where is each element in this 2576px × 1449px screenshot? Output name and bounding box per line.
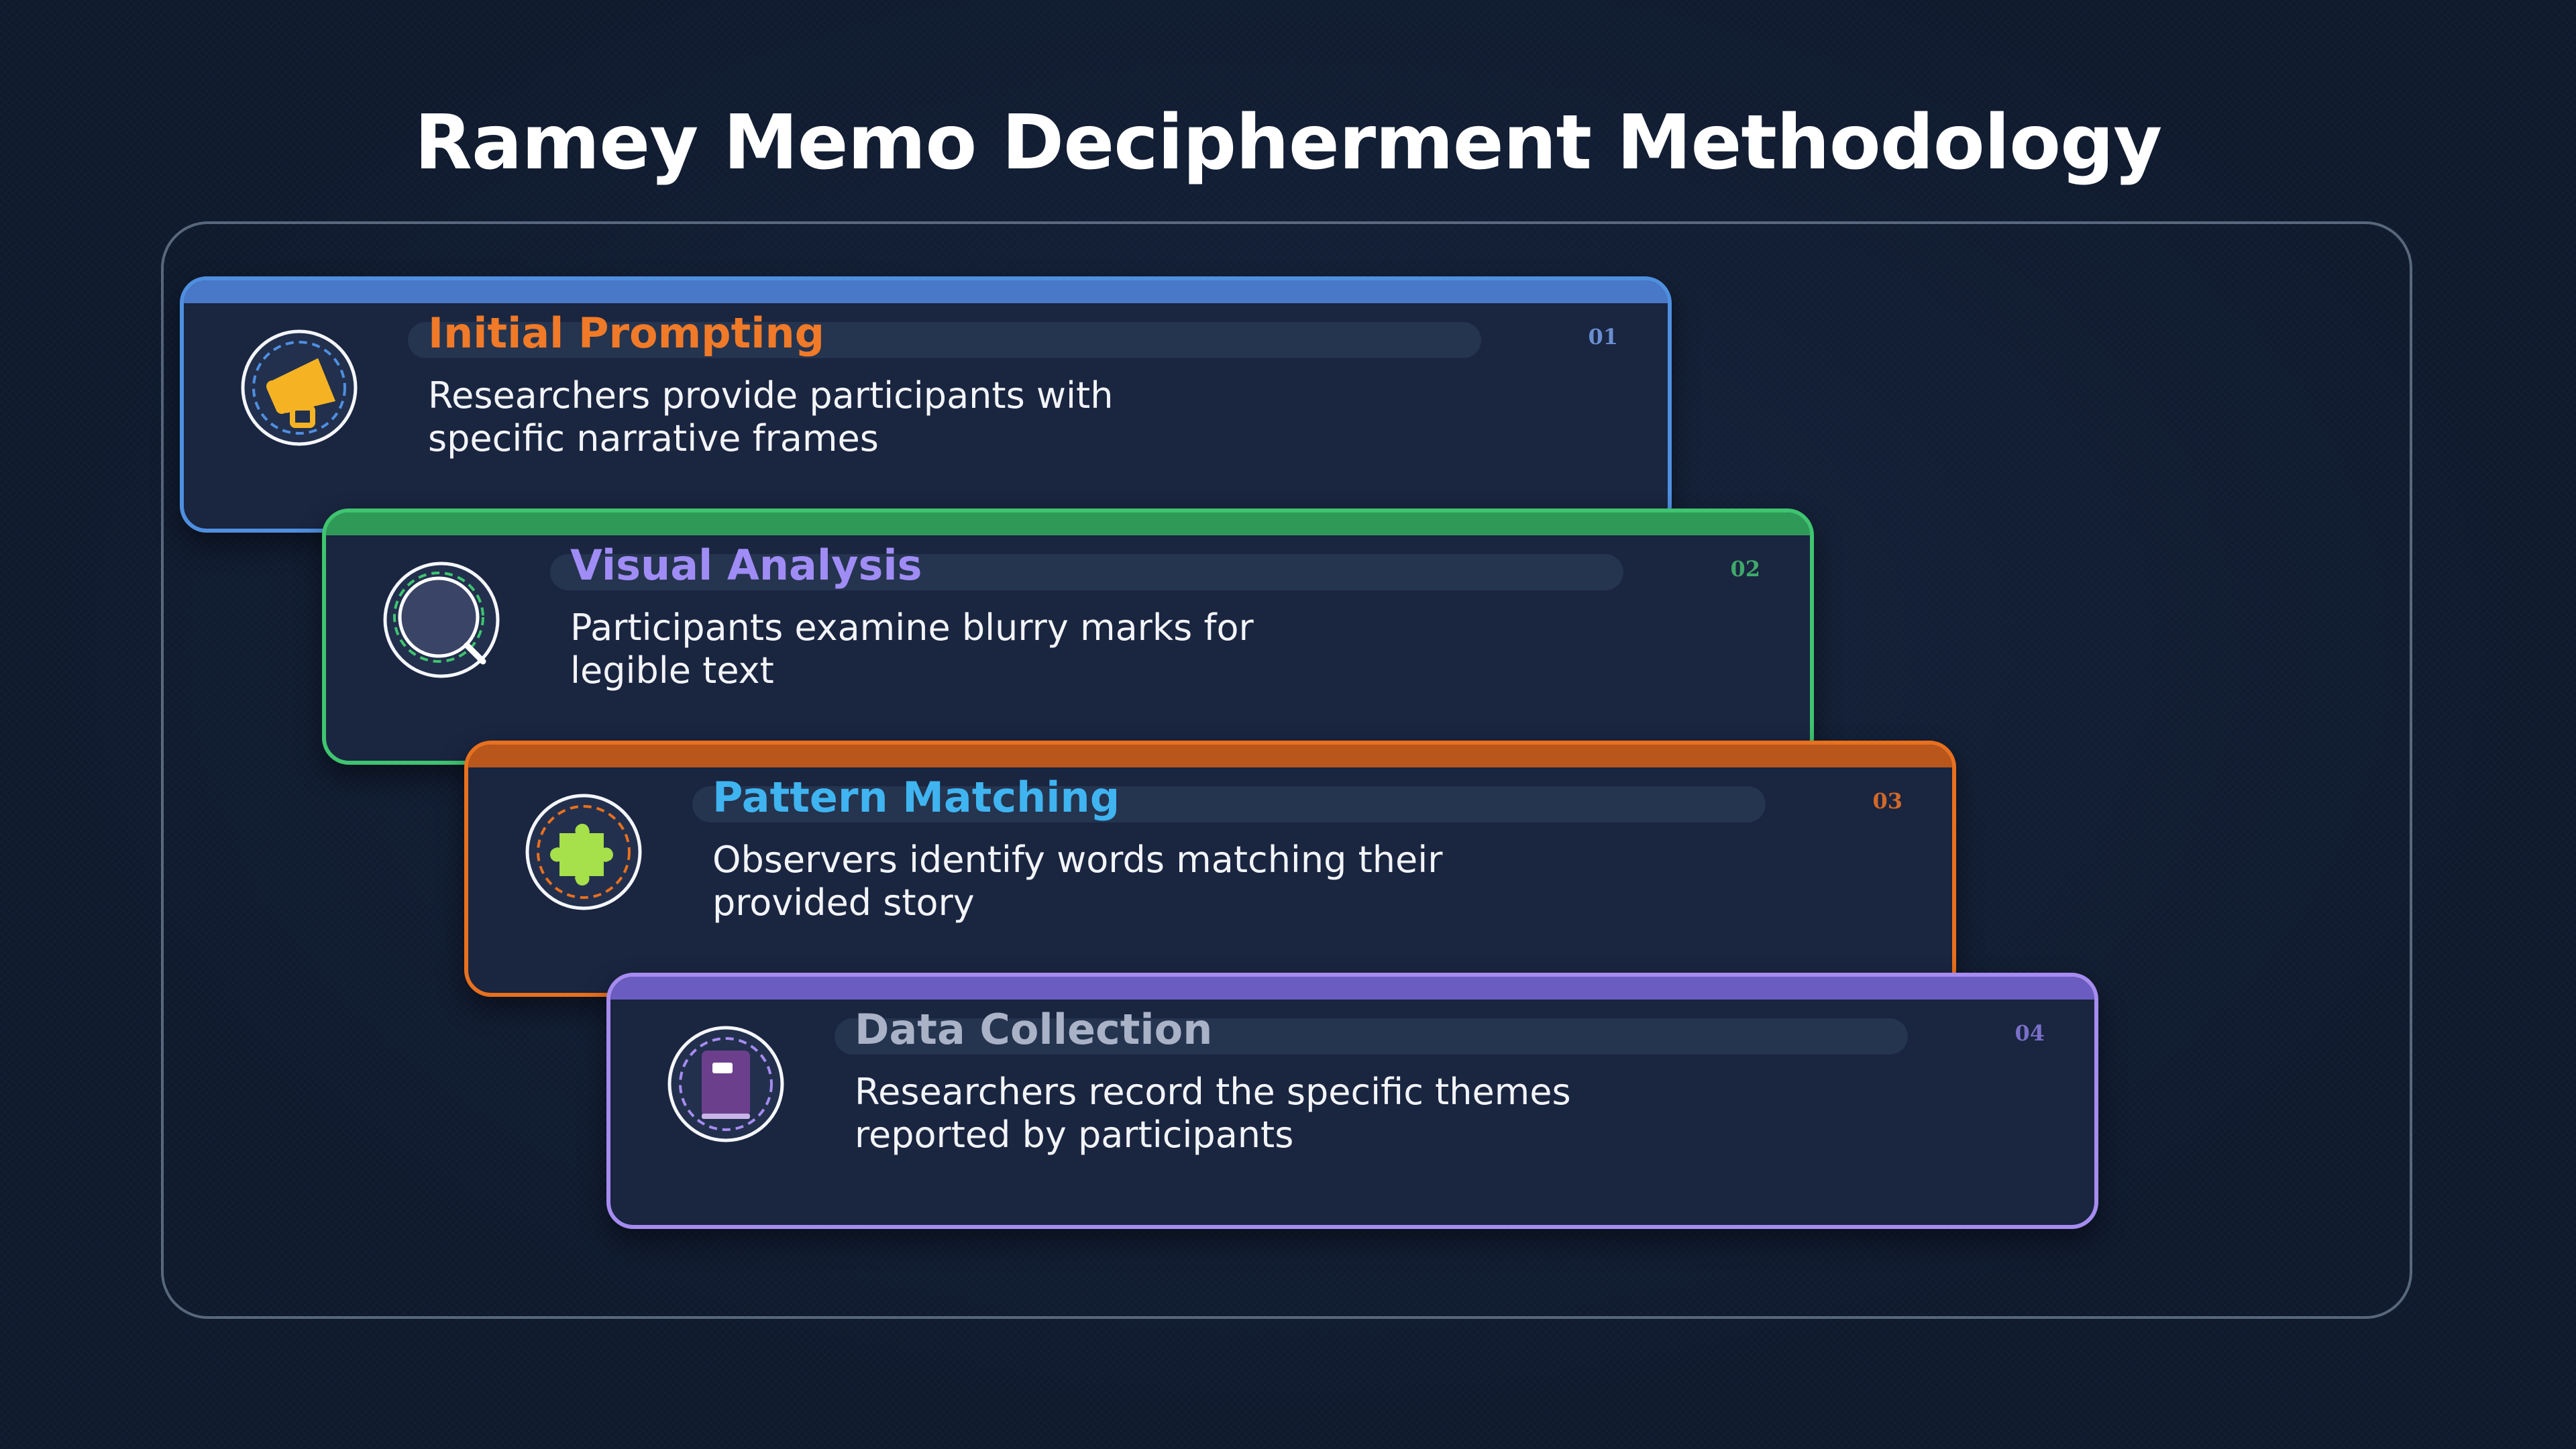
step-accent-bar (610, 977, 2094, 1000)
step-card-visual-analysis: Visual Analysis 02 Participants examine … (322, 508, 1814, 765)
step-number: 03 (1872, 788, 1902, 814)
notebook-icon (667, 1025, 785, 1143)
step-number: 01 (1588, 324, 1618, 350)
step-description: Researchers provide participants with sp… (428, 374, 1114, 460)
step-title-track (550, 554, 1623, 590)
puzzle-icon (525, 793, 643, 911)
step-title: Data Collection (855, 1005, 1213, 1054)
step-number: 04 (2015, 1020, 2045, 1046)
step-description: Participants examine blurry marks for le… (570, 606, 1254, 692)
step-card-data-collection: Data Collection 04 Researchers record th… (606, 973, 2098, 1229)
diagram-frame (161, 221, 2412, 1319)
step-accent-bar (184, 280, 1668, 303)
step-title: Initial Prompting (428, 309, 825, 358)
step-card-initial-prompting: Initial Prompting 01 Researchers provide… (180, 276, 1672, 533)
step-accent-bar (468, 745, 1952, 767)
step-description: Observers identify words matching their … (712, 839, 1443, 924)
step-card-pattern-matching: Pattern Matching 03 Observers identify w… (464, 741, 1956, 997)
step-title-track (835, 1018, 1908, 1055)
page-title: Ramey Memo Decipherment Methodology (414, 99, 2163, 186)
megaphone-icon (240, 329, 358, 447)
magnifier-icon (382, 561, 500, 679)
step-title: Pattern Matching (712, 773, 1120, 822)
step-description: Researchers record the specific themes r… (855, 1071, 1571, 1156)
step-title-track (692, 786, 1766, 822)
step-title-track (408, 322, 1481, 358)
step-accent-bar (326, 513, 1810, 535)
step-number: 02 (1730, 556, 1760, 582)
step-title: Visual Analysis (570, 541, 922, 590)
